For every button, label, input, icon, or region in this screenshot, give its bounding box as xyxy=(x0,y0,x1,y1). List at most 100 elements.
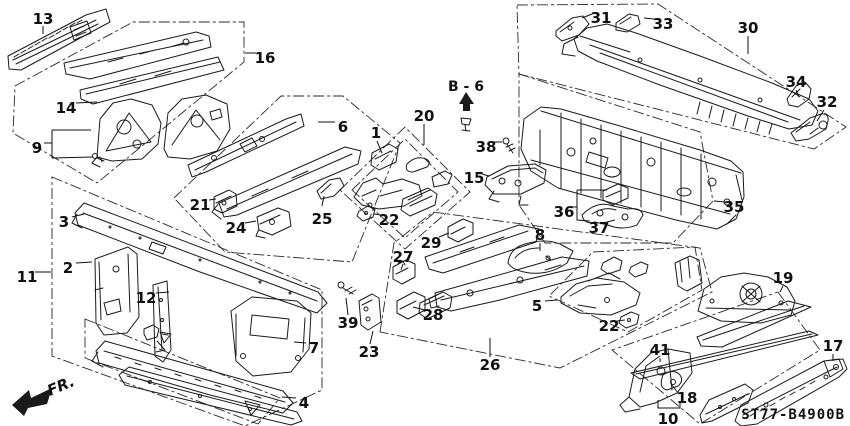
group-35-sketches xyxy=(484,106,745,230)
part-label-33-32: 33 xyxy=(653,15,674,33)
part-label-18-39: 18 xyxy=(677,389,698,407)
part-36-bracket xyxy=(602,183,629,206)
part-39-bolt-shank xyxy=(342,286,357,295)
part-35-rect-hole xyxy=(585,151,609,169)
part-35-hole-c xyxy=(707,177,717,187)
part-41-hole-a xyxy=(656,366,666,376)
part-7-hole-a xyxy=(240,353,246,359)
part-33-bracket xyxy=(615,13,641,33)
part-label-8-25: 8 xyxy=(535,226,545,244)
part-34-bracket xyxy=(786,81,812,108)
leader-line-4 xyxy=(281,396,297,399)
leader-line-27 xyxy=(400,263,404,271)
part-38-bolt-shank xyxy=(505,143,516,154)
label-frame-36-37 xyxy=(576,189,607,222)
part-label-26-22: 26 xyxy=(480,356,501,374)
part-label-22-16: 22 xyxy=(379,211,400,229)
leader-line-32 xyxy=(816,109,825,122)
part-30-cowl xyxy=(573,23,819,130)
part-label-34-34: 34 xyxy=(786,73,807,91)
part-5-bracket-tall xyxy=(674,255,703,292)
part-label-5-23: 5 xyxy=(532,297,542,315)
group-26-sketches xyxy=(392,218,590,320)
leader-line-28 xyxy=(412,306,426,311)
part-24-bracket xyxy=(255,207,292,239)
part-label-25-13: 25 xyxy=(312,210,333,228)
part-label-14-2: 14 xyxy=(56,99,77,117)
leader-line-15 xyxy=(481,173,490,177)
leader-line-22 xyxy=(616,319,626,322)
part-1-bracket-top xyxy=(370,143,399,171)
part-label-31-31: 31 xyxy=(591,9,612,27)
part-16-wheelhouse-right xyxy=(163,94,231,160)
part-label-6-10: 6 xyxy=(338,118,348,136)
part-19-strut-spokes xyxy=(741,285,761,303)
part-label-12-7: 12 xyxy=(136,289,157,307)
part-4-hatch xyxy=(114,356,262,399)
part-6-upper-rail xyxy=(187,113,305,178)
part-3-rivet-c xyxy=(198,258,202,262)
fr-label: FR. xyxy=(45,372,78,399)
part-3-rivet-b xyxy=(138,236,142,240)
leader-line-3 xyxy=(71,213,85,218)
part-35-hole-b xyxy=(646,157,656,167)
group-box-16 xyxy=(12,21,245,184)
part-25-bracket xyxy=(316,177,345,200)
part-label-4-9: 4 xyxy=(299,394,309,412)
part-3-upper-crossmember xyxy=(71,202,328,314)
part-label-35-30: 35 xyxy=(724,198,745,216)
part-14-hole-b xyxy=(132,139,142,149)
part-17-hole-c xyxy=(763,402,769,408)
part-label-28-19: 28 xyxy=(423,306,444,324)
part-37-crossbar xyxy=(581,203,644,229)
part-30-detail xyxy=(561,35,801,123)
part-13-flange-lines xyxy=(12,19,99,65)
part-15-mount xyxy=(484,163,547,206)
part-22-clip-a-pin xyxy=(364,211,368,215)
leader-line-33 xyxy=(643,17,655,20)
group-box-35 xyxy=(518,73,714,244)
part-19-strut-tower xyxy=(739,282,763,306)
part-31-hole xyxy=(567,25,573,31)
part-label-37-29: 37 xyxy=(589,219,610,237)
leader-line-21 xyxy=(208,198,217,201)
part-22-clip-a xyxy=(356,205,376,222)
part-label-3-4: 3 xyxy=(59,213,69,231)
leader-line-37 xyxy=(606,219,616,223)
part-1-wing-a xyxy=(405,157,430,173)
part-label-29-17: 29 xyxy=(421,234,442,252)
part-30-hole-a xyxy=(637,57,643,63)
part-15-hole-a xyxy=(498,177,506,185)
part-16-wheelhouse-hole xyxy=(190,114,204,128)
part-31-bracket xyxy=(555,15,590,42)
group-box-20 xyxy=(339,126,471,250)
part-12-center-stay xyxy=(152,280,172,363)
section-ref-label: B - 6 xyxy=(448,79,484,95)
part-30-louvers xyxy=(696,101,773,135)
part-23-hole-a xyxy=(363,306,369,312)
part-1-channel xyxy=(400,187,438,217)
part-label-10-40: 10 xyxy=(658,410,679,426)
part-17-hatch xyxy=(749,380,816,417)
part-29-bracket xyxy=(447,218,474,243)
leader-line-23 xyxy=(369,330,374,345)
part-38-bolt-head xyxy=(502,137,510,145)
part-23-hole-b xyxy=(365,316,371,322)
leader-line-19 xyxy=(779,285,784,293)
part-35-oval-a xyxy=(603,166,621,178)
part-label-15-27: 15 xyxy=(464,169,485,187)
part-3-rivet-d xyxy=(258,280,262,284)
part-16-rail-a xyxy=(63,31,212,80)
part-17-rail xyxy=(734,358,848,426)
part-label-21-11: 21 xyxy=(190,196,211,214)
fr-arrow-icon xyxy=(12,388,52,416)
group-box-19 xyxy=(611,291,821,425)
group-5-sketches xyxy=(560,255,703,329)
part-4-lower-crossmember xyxy=(91,340,294,416)
b6-clip-fastener xyxy=(460,117,472,132)
part-2-hole xyxy=(112,265,120,273)
part-30-hole-c xyxy=(757,97,763,103)
part-label-22-24: 22 xyxy=(599,317,620,335)
leader-line-39 xyxy=(345,297,349,316)
